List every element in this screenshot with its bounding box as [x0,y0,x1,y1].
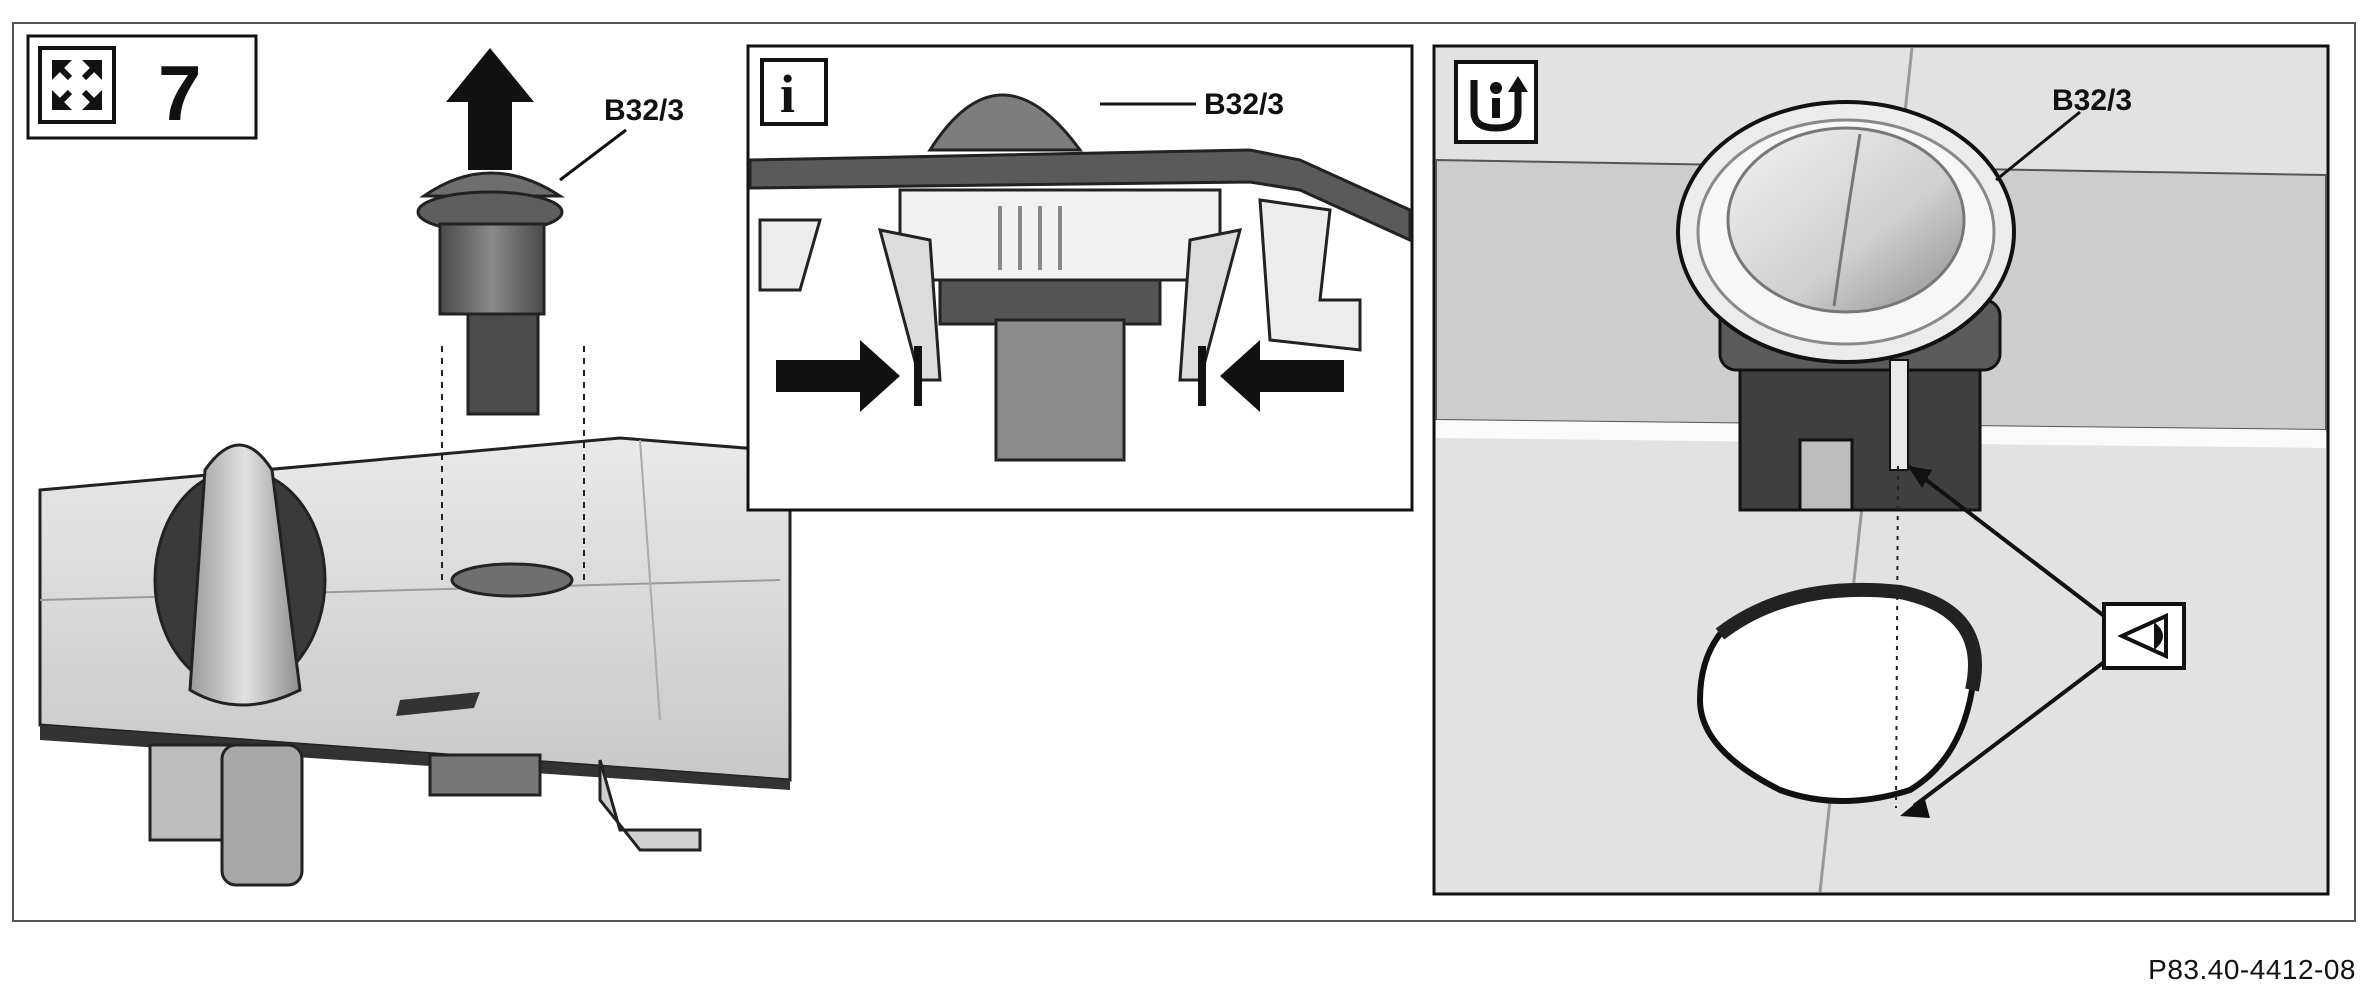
press-arrow-right [1198,340,1344,412]
figure-code: P83.40-4412-08 [2148,954,2356,985]
svg-text:i: i [780,64,795,124]
sensor-right [1676,100,2016,809]
check-inspect-icon [1454,60,1538,144]
door-handle [38,436,792,887]
label-part-middle: B32/3 [1204,88,1284,121]
step-number: 7 [158,49,201,137]
leader-left [559,128,627,182]
mounting-hole [1696,582,1982,804]
leader-right [1995,110,2081,182]
step-badge: 7 [26,34,258,140]
eye-icon [2102,602,2186,670]
press-arrow-left [776,340,922,412]
expand-arrows-icon [38,46,116,124]
left-panel: 7 [26,34,792,887]
label-part-right: B32/3 [2052,84,2132,117]
sensor-left [416,171,585,580]
label-part-left: B32/3 [604,94,684,127]
middle-panel: i B32/3 [746,44,1414,512]
right-panel: B32/3 [1432,44,2330,896]
removal-arrow [446,48,534,170]
info-icon: i [760,58,828,126]
